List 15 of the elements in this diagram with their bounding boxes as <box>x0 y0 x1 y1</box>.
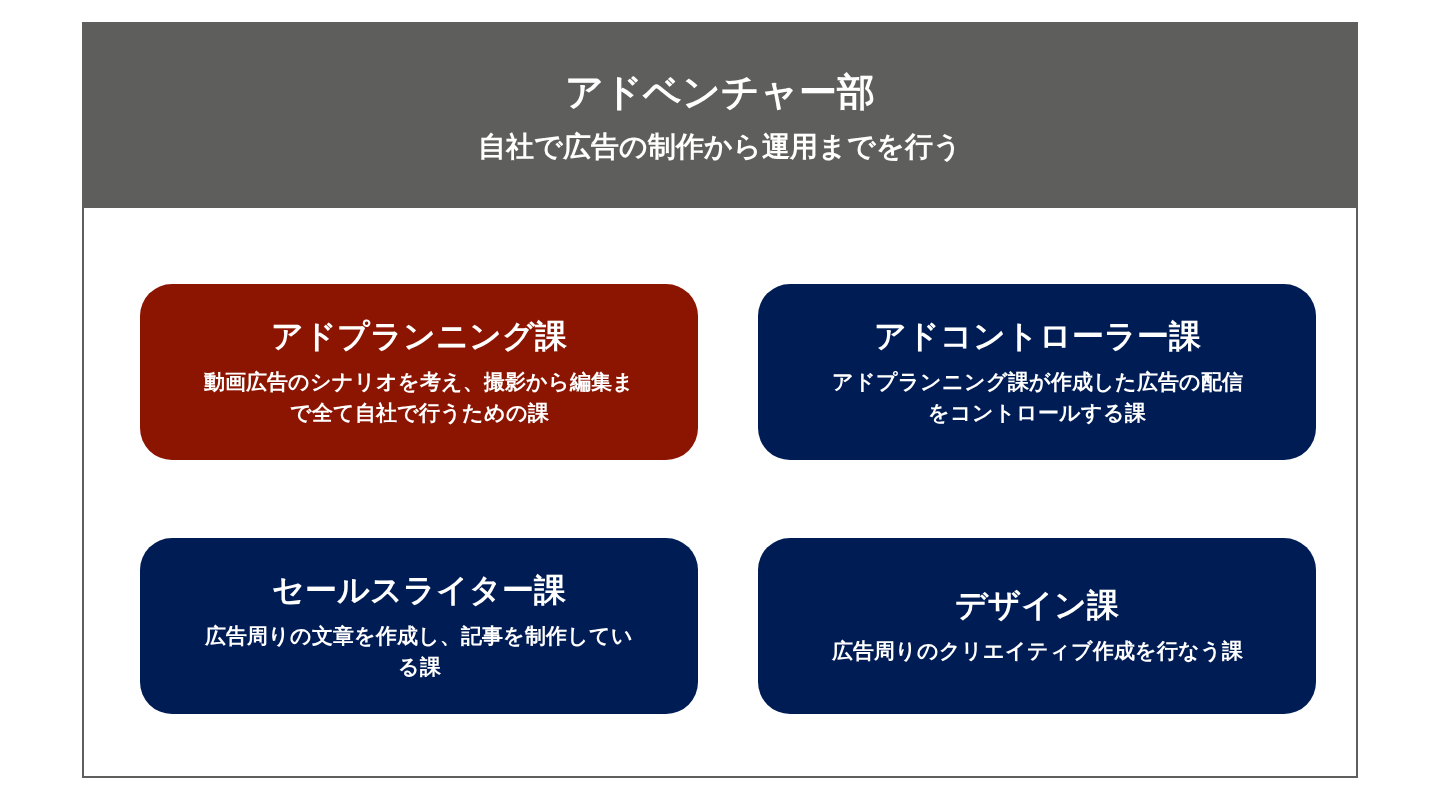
card-title: アドプランニング課 <box>271 315 567 357</box>
card-title: セールスライター課 <box>272 569 566 611</box>
card-description: 広告周りの文章を作成し、記事を制作している課 <box>204 622 634 681</box>
department-title: アドベンチャー部 <box>565 68 875 116</box>
department-panel <box>82 22 1358 778</box>
section-card <box>758 284 1316 460</box>
card-description: 動画広告のシナリオを考え、撮影から編集まで全て自社で行うための課 <box>203 368 635 427</box>
department-description: 自社で広告の制作から運用までを行う <box>478 128 962 165</box>
card-description: アドプランニング課が作成した広告の配信をコントロールする課 <box>830 368 1244 427</box>
card-title: アドコントローラー課 <box>873 315 1201 357</box>
section-card <box>758 538 1316 714</box>
card-description: 広告周りのクリエイティブ作成を行なう課 <box>831 638 1243 666</box>
card-title: デザイン課 <box>955 585 1119 627</box>
section-card <box>140 284 698 460</box>
section-card <box>140 538 698 714</box>
